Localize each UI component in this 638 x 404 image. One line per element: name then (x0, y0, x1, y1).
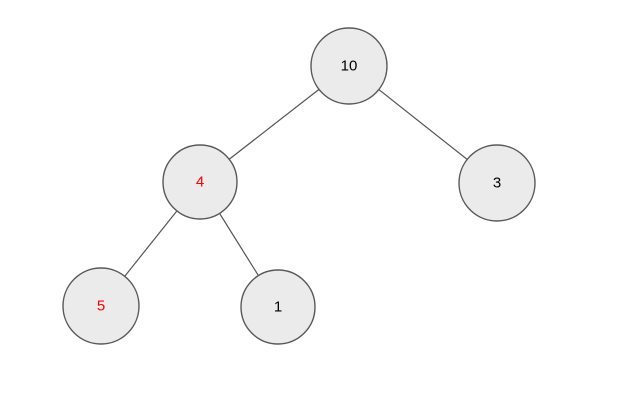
tree-node-3: 3 (458, 144, 536, 222)
tree-node-label-4: 4 (196, 174, 204, 191)
tree-node-10: 10 (310, 27, 388, 105)
tree-node-circle-5 (62, 267, 140, 345)
tree-node-circle-3 (458, 144, 536, 222)
tree-node-4: 4 (162, 144, 238, 220)
tree-node-circle-1 (240, 269, 316, 345)
tree-node-label-3: 3 (493, 175, 501, 192)
tree-node-circle-4 (162, 144, 238, 220)
tree-node-1: 1 (240, 269, 316, 345)
tree-node-label-1: 1 (274, 299, 282, 316)
tree-node-label-5: 5 (97, 298, 105, 315)
tree-node-5: 5 (62, 267, 140, 345)
tree-node-label-10: 10 (341, 58, 358, 75)
tree-node-circle-10 (310, 27, 388, 105)
